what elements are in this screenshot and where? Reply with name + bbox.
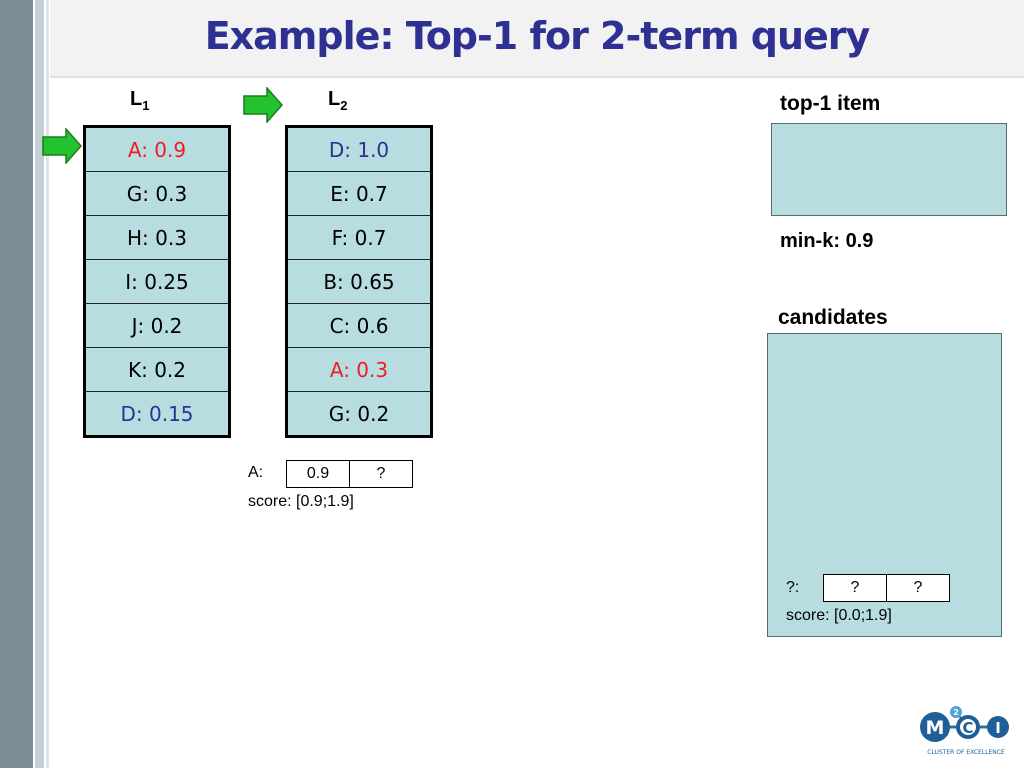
- list-label-l2: L2: [328, 88, 347, 113]
- list-item: I: 0.25: [84, 259, 230, 304]
- left-bar-dark: [0, 0, 33, 768]
- title-banner: [50, 0, 1024, 78]
- top1-heading: top-1 item: [780, 92, 881, 115]
- list-item: C: 0.6: [286, 303, 432, 348]
- min-k-value: 0.9: [845, 230, 874, 252]
- list-item: D: 0.15: [84, 391, 230, 437]
- list-subscript: 2: [340, 98, 348, 113]
- list-item: A: 0.3: [286, 347, 432, 392]
- list-item: E: 0.7: [286, 171, 432, 216]
- current-item-score-range: score: [0.9;1.9]: [248, 493, 354, 510]
- logo-superscript: 2: [953, 708, 959, 717]
- list-item: J: 0.2: [84, 303, 230, 348]
- candidates-heading: candidates: [778, 306, 888, 329]
- current-item-scores: 0.9 ?: [286, 460, 413, 488]
- list-item: A: 0.9: [84, 126, 230, 172]
- arrow-right-icon: [42, 128, 82, 164]
- list-item: B: 0.65: [286, 259, 432, 304]
- list-item: G: 0.2: [286, 391, 432, 437]
- score-cell: ?: [824, 575, 887, 601]
- list-subscript: 1: [142, 98, 150, 113]
- logo-letter-m: M: [926, 717, 945, 739]
- score-cell: 0.9: [287, 461, 350, 487]
- min-k-row: min-k: 0.9: [780, 230, 873, 253]
- left-bar-light: [35, 0, 44, 768]
- mmci-logo: M 2 C I CLUSTER OF EXCELLENCE: [920, 706, 1009, 756]
- current-item-label: A:: [248, 464, 264, 481]
- list-item: G: 0.3: [84, 171, 230, 216]
- list-item: D: 1.0: [286, 126, 432, 172]
- list-name: L: [130, 88, 143, 110]
- candidate-scores: ? ?: [823, 574, 950, 602]
- list-item: K: 0.2: [84, 347, 230, 392]
- candidate-score-range: score: [0.0;1.9]: [786, 607, 892, 624]
- score-cell: ?: [376, 465, 386, 482]
- logo-letter-c: C: [962, 719, 973, 737]
- list-name: L: [328, 88, 341, 110]
- list-l1: A: 0.9 G: 0.3 H: 0.3 I: 0.25 J: 0.2 K: 0…: [83, 125, 231, 438]
- left-bar-faint: [46, 0, 49, 768]
- min-k-label: min-k:: [780, 230, 840, 252]
- logo-caption: CLUSTER OF EXCELLENCE: [927, 749, 1005, 756]
- page-title: Example: Top-1 for 2-term query: [204, 14, 871, 58]
- logo-letter-i: I: [995, 719, 1001, 737]
- list-l2: D: 1.0 E: 0.7 F: 0.7 B: 0.65 C: 0.6 A: 0…: [285, 125, 433, 438]
- top1-panel: [771, 123, 1007, 216]
- list-item: H: 0.3: [84, 215, 230, 260]
- score-cell: ?: [913, 579, 923, 596]
- candidate-label: ?:: [786, 579, 800, 596]
- arrow-right-icon: [243, 87, 283, 123]
- list-item: F: 0.7: [286, 215, 432, 260]
- list-label-l1: L1: [130, 88, 149, 113]
